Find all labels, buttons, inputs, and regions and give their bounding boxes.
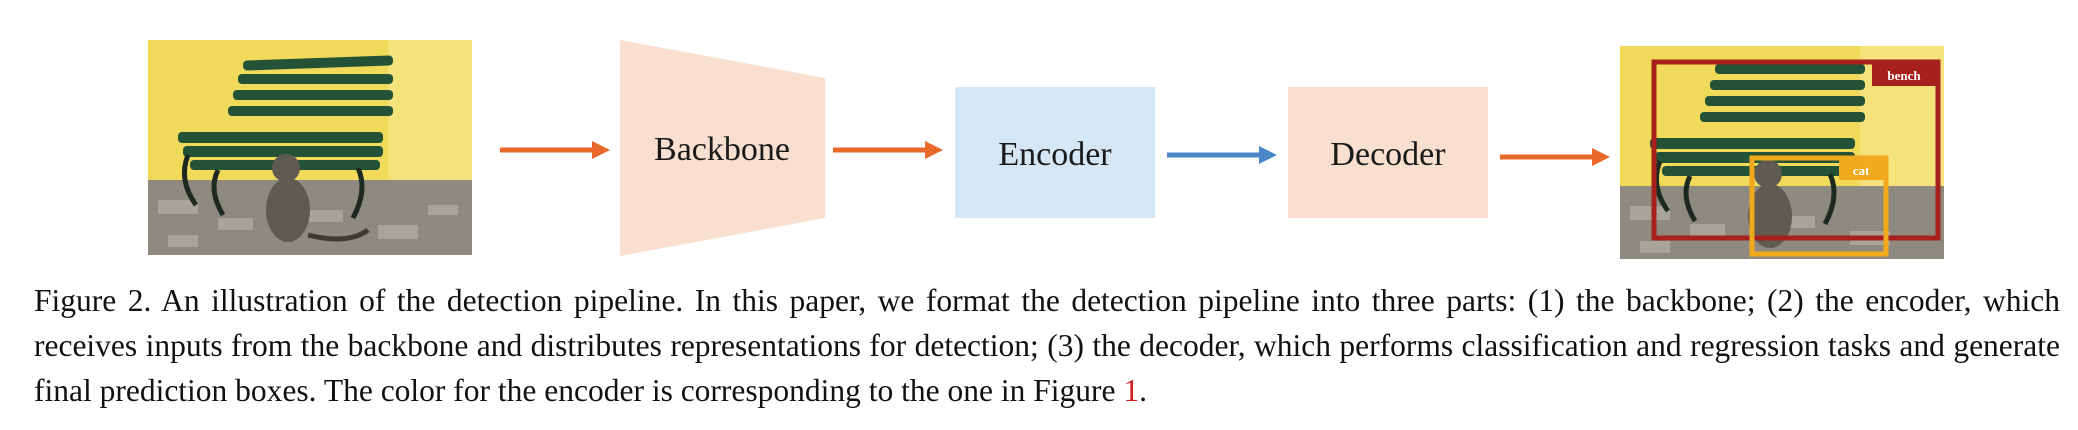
figure-reference-link[interactable]: 1 (1123, 373, 1140, 408)
output-image-drawing: bench cat (1620, 46, 1944, 259)
bench-bounding-box (1651, 59, 1941, 241)
caption-end: . (1139, 373, 1147, 408)
input-image (148, 40, 472, 255)
arrow-backbone-to-encoder (833, 141, 943, 159)
caption-text: Figure 2. An illustration of the detecti… (34, 283, 2060, 408)
input-image-drawing (148, 40, 472, 255)
pipeline-figure: Backbone Encoder Decoder (148, 40, 1944, 259)
encoder-label: Encoder (998, 136, 1112, 173)
output-image: bench cat (1620, 46, 1944, 259)
backbone-label: Backbone (654, 131, 790, 168)
bench-tag (1872, 64, 1936, 86)
cat-bounding-box (1749, 155, 1889, 257)
encoder-block: Encoder (955, 87, 1155, 218)
bench-tag-label: bench (1887, 68, 1921, 83)
arrow-encoder-to-decoder (1167, 146, 1277, 164)
backbone-block: Backbone (620, 40, 825, 256)
decoder-block: Decoder (1288, 87, 1488, 218)
cat-tag (1839, 160, 1884, 180)
cat-tag-label: cat (1853, 163, 1870, 178)
figure-caption: Figure 2. An illustration of the detecti… (34, 278, 2060, 413)
decoder-label: Decoder (1330, 136, 1446, 173)
arrow-image-to-backbone (500, 141, 610, 159)
arrow-decoder-to-output (1500, 148, 1610, 166)
